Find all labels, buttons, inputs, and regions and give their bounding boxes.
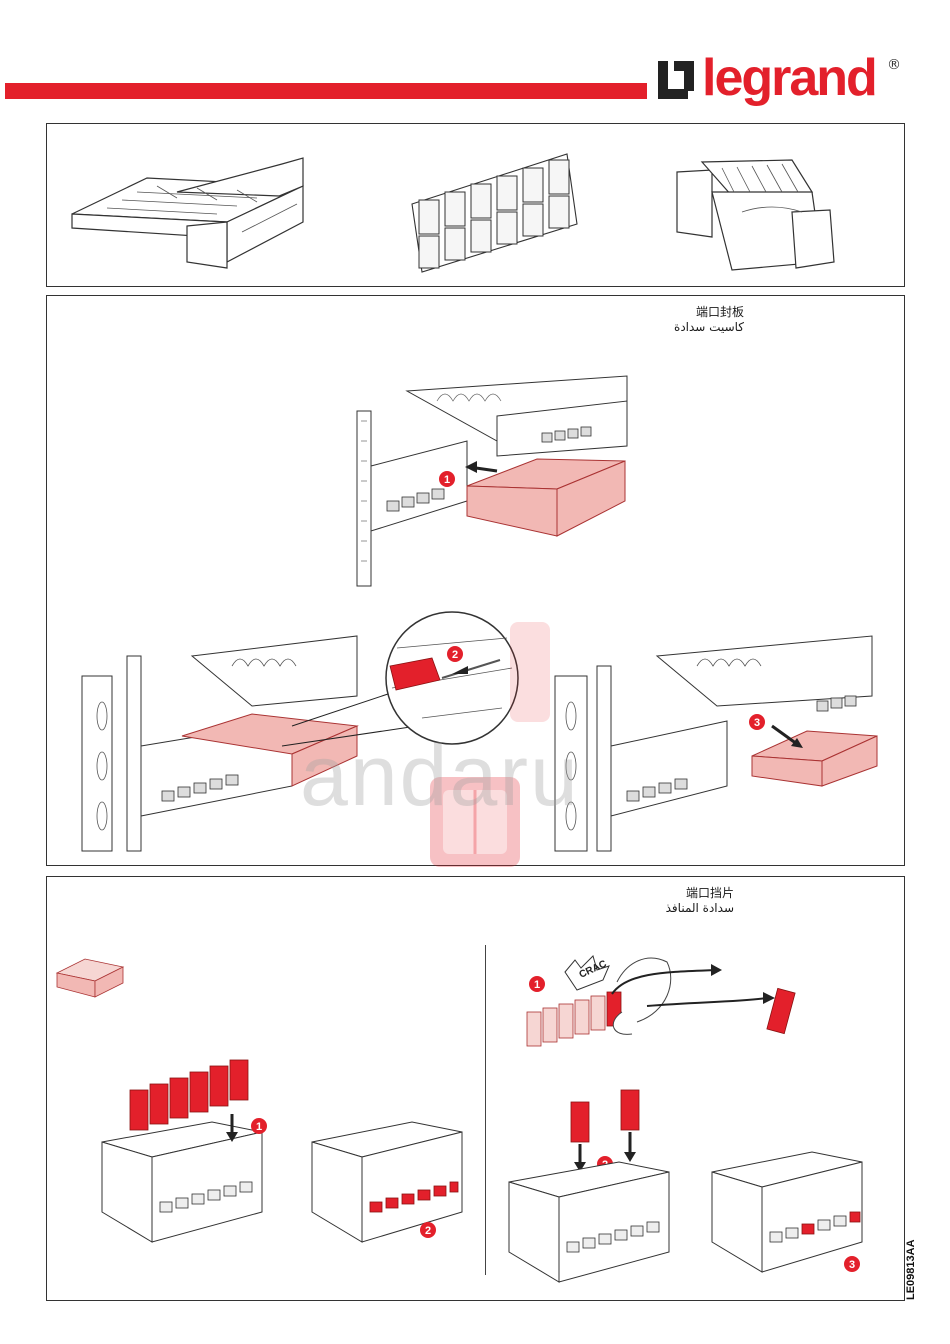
port-blanks-caption: 端口挡片 سدادة المنافذ [666, 886, 734, 916]
step-badge-blank-5: 3 [849, 1259, 855, 1271]
blank-strip-installed-illustration: 2 [302, 1102, 477, 1247]
cassette-caption-zh: 端口封板 [674, 305, 744, 320]
port-blanks-caption-zh: 端口挡片 [666, 886, 734, 901]
step-badge-blank-3: 1 [534, 979, 540, 991]
registered-mark: ® [887, 57, 901, 73]
step-badge-2: 2 [452, 649, 458, 661]
document-reference: LE09813AA [905, 1239, 917, 1300]
step-badge-1: 1 [444, 474, 450, 486]
parts-overview-panel [46, 123, 905, 287]
cassette-caption: 端口封板 كاسيت سدادة [674, 305, 744, 335]
step-badge-blank-2: 2 [425, 1225, 431, 1237]
cassette-panel: 端口封板 كاسيت سدادة [46, 295, 905, 866]
legrand-logo-mark-icon [658, 61, 694, 99]
step-badge-3: 3 [754, 717, 760, 729]
port-blanks-caption-ar: سدادة المنافذ [666, 901, 734, 916]
blank-breakoff-illustration: 1 CRAC [517, 942, 817, 1072]
blank-strip-insert-illustration: 1 [92, 1042, 277, 1247]
logo-wordmark: legrand [702, 49, 876, 107]
port-blank-thumbnail [55, 953, 125, 1001]
legrand-logo: legrand ® [658, 55, 918, 105]
latch-zoom-detail: 2 [382, 608, 522, 748]
single-blank-installed-illustration: 3 [702, 1132, 877, 1282]
panel-divider [485, 945, 486, 1275]
cassette-tray-illustration [67, 152, 307, 272]
step-badge-blank-1: 1 [256, 1121, 262, 1133]
port-blank-strip-illustration [407, 144, 587, 274]
cassette-pulled-highlighted [752, 731, 877, 786]
brand-accent-bar [5, 83, 647, 99]
cassette-caption-ar: كاسيت سدادة [674, 320, 744, 335]
single-blank-insert-illustration: 2 [499, 1082, 679, 1287]
cassette-remove-illustration: 3 [547, 626, 882, 851]
port-blanks-panel: 端口挡片 سدادة المنافذ 1 [46, 876, 905, 1301]
cable-manager-illustration [672, 152, 842, 277]
cassette-insert-illustration: 1 [347, 371, 647, 591]
